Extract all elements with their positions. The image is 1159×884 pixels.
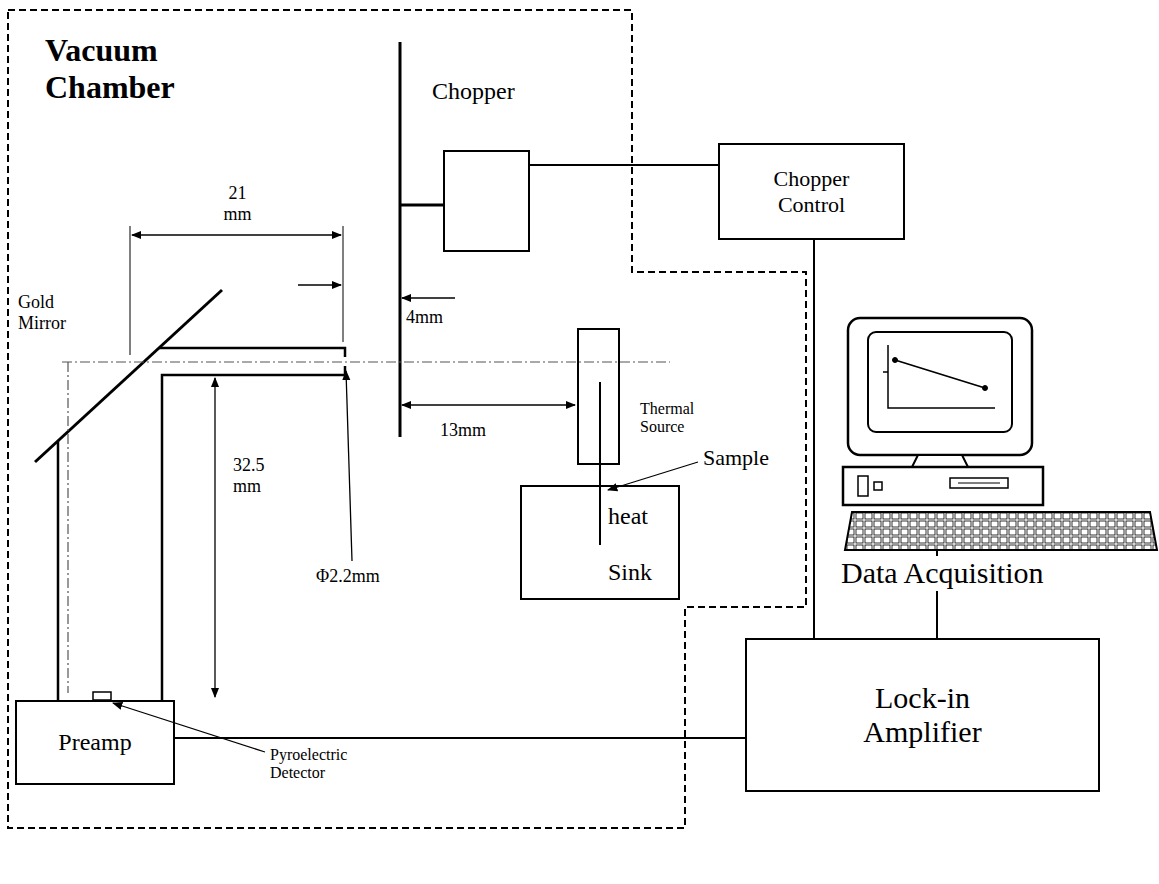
node-label: Lock-in Amplifier [862, 681, 983, 750]
dimension-lines [130, 226, 575, 697]
computer-icon [950, 478, 1008, 488]
computer-icon [893, 358, 898, 363]
computer-icon [843, 467, 1043, 505]
signal-wire [813, 240, 815, 638]
system-label: Data Acquisition [838, 556, 1046, 591]
thermal-source: Thermal Source [577, 328, 620, 465]
dimension-label: 4mm [406, 307, 443, 328]
dimension-lines [132, 234, 341, 235]
pyroelectric-detector [93, 692, 111, 700]
chamber-outline [8, 10, 806, 828]
dimension-lines [402, 404, 575, 405]
computer-icon [858, 476, 868, 496]
light-tube [58, 348, 345, 700]
mirror-label: Gold Mirror [18, 292, 68, 333]
chamber-outline [8, 10, 808, 828]
chopper-blade [399, 42, 402, 437]
computer-icon [895, 360, 985, 388]
leader-lines [113, 703, 265, 752]
signal-wire [530, 164, 718, 166]
computer-icon [868, 332, 1012, 432]
preamp-box: Preamp [15, 700, 175, 785]
node-label: heat Sink [608, 488, 655, 600]
leader-lines [346, 371, 352, 561]
dimension-lines [298, 284, 341, 285]
dimension-lines [402, 297, 455, 298]
dimension-label: 13mm [440, 420, 486, 441]
chopper-blade [400, 204, 443, 207]
computer-icon [888, 345, 995, 408]
part-label: Sample [703, 445, 769, 470]
dimension-lines [130, 226, 343, 355]
computer-icon [874, 482, 882, 490]
light-tube [58, 348, 345, 700]
node-label: Chopper [432, 78, 515, 106]
chopper-motor: Chopper [443, 150, 530, 252]
node-label: Chopper Control [773, 166, 851, 217]
computer-icon [843, 318, 1157, 550]
pyroelectric-detector [93, 692, 111, 700]
computer-icon [958, 482, 1000, 483]
signal-wire [175, 737, 745, 739]
leader-lines [113, 371, 698, 752]
dimension-label: Φ2.2mm [316, 566, 380, 587]
heat-sink: heat Sink [520, 485, 680, 600]
dimension-label: 21 mm [222, 183, 253, 224]
lock-in-amplifier: Lock-in Amplifier [745, 638, 1100, 792]
computer-icon [983, 386, 988, 391]
computer-icon [845, 512, 1157, 550]
computer-icon [848, 318, 1032, 455]
vacuum-chamber: Vacuum ChamberChopperThermal Source heat … [8, 10, 808, 828]
part-label: Pyroelectric Detector [270, 746, 350, 783]
node-label: Preamp [58, 729, 131, 757]
computer-icon [912, 455, 968, 467]
node-label: Vacuum Chamber [45, 32, 177, 106]
dimension-label: 32.5 mm [233, 455, 267, 496]
chopper-control-box: Chopper Control [718, 143, 905, 240]
computer-icon [883, 371, 888, 373]
dimension-lines [214, 378, 215, 697]
node-label: Thermal Source [640, 400, 697, 437]
